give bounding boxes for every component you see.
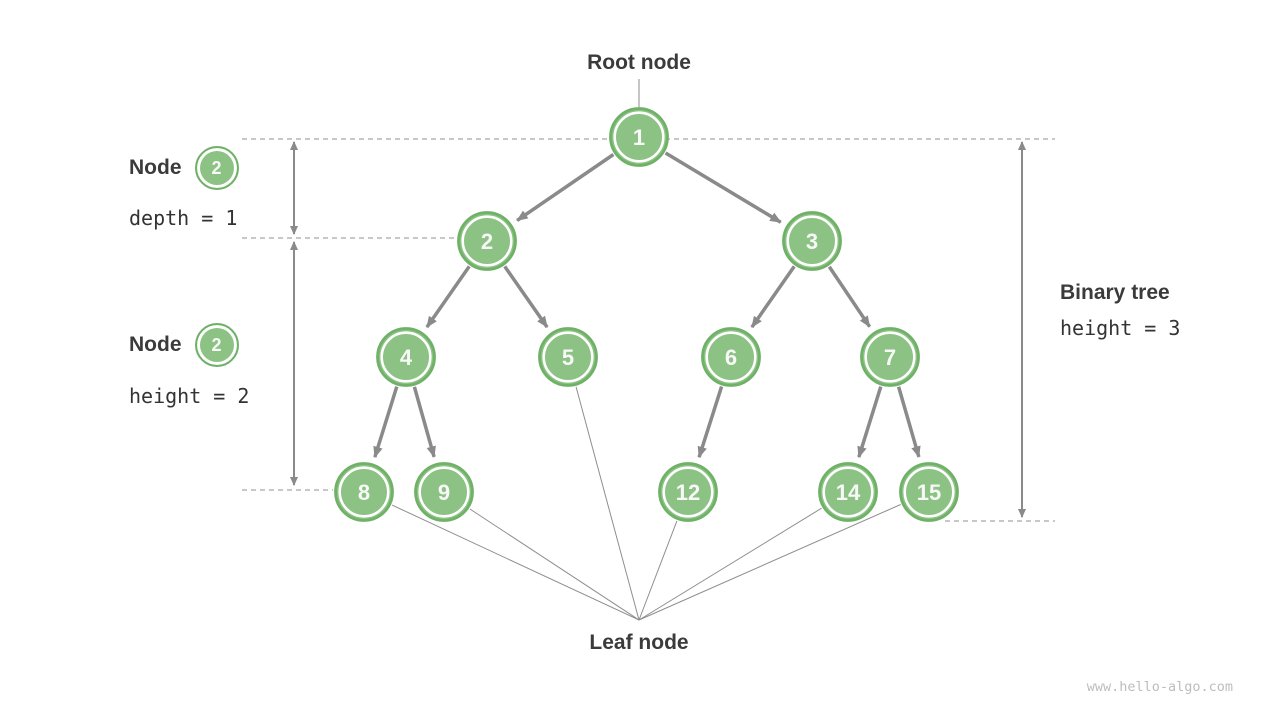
node-value: 8 bbox=[358, 480, 370, 505]
node-inner-ring bbox=[461, 215, 513, 267]
legend-height-row: Node 2 bbox=[129, 323, 239, 367]
node-inner-ring bbox=[380, 331, 432, 383]
node-circle bbox=[899, 462, 959, 522]
node-value: 2 bbox=[481, 229, 493, 254]
node-inner-ring bbox=[705, 331, 757, 383]
legend-height-node-value: 2 bbox=[211, 334, 222, 355]
node-circle bbox=[609, 107, 669, 167]
node-circle bbox=[376, 327, 436, 387]
legend-depth-row: Node 2 bbox=[129, 146, 239, 190]
legend-depth-node-value: 2 bbox=[211, 157, 222, 178]
binary-tree-metric: height = 3 bbox=[1060, 316, 1181, 340]
tree-node-15: 15 bbox=[899, 462, 959, 522]
legend-depth-title: Node bbox=[129, 156, 182, 179]
node-value: 6 bbox=[725, 345, 737, 370]
tree-node-8: 8 bbox=[334, 462, 394, 522]
node-value: 9 bbox=[438, 480, 450, 505]
node-circle bbox=[658, 462, 718, 522]
node-circle bbox=[818, 462, 878, 522]
node-inner-ring bbox=[542, 331, 594, 383]
node-inner-ring bbox=[338, 466, 390, 518]
node-inner-ring bbox=[864, 331, 916, 383]
node-value: 1 bbox=[633, 125, 645, 150]
node-circle bbox=[860, 327, 920, 387]
tree-edge-1-2 bbox=[516, 153, 615, 222]
node-inner-ring bbox=[418, 466, 470, 518]
node-value: 5 bbox=[562, 345, 574, 370]
tree-edge-7-15 bbox=[896, 386, 921, 458]
leaf-node-label: Leaf node bbox=[589, 631, 689, 654]
legend-height-node-badge: 2 bbox=[194, 323, 239, 367]
tree-edge-2-5 bbox=[503, 265, 549, 329]
tree-node-1: 1 bbox=[609, 107, 669, 167]
tree-edge-2-4 bbox=[425, 265, 471, 329]
tree-edge-6-12 bbox=[697, 386, 724, 459]
node-value: 4 bbox=[400, 345, 413, 370]
tree-node-9: 9 bbox=[414, 462, 474, 522]
tree-node-2: 2 bbox=[457, 211, 517, 271]
leaf-pointer-line-8 bbox=[391, 504, 640, 621]
tree-edges-layer bbox=[373, 151, 921, 459]
node-value: 12 bbox=[676, 480, 700, 505]
root-node-label: Root node bbox=[587, 51, 691, 74]
node-circle bbox=[334, 462, 394, 522]
legend-height-title: Node bbox=[129, 333, 182, 356]
watermark-text: www.hello-algo.com bbox=[1086, 679, 1233, 695]
measure-arrows-layer bbox=[290, 141, 1026, 518]
node-inner-ring bbox=[822, 466, 874, 518]
legend-depth-node-badge: 2 bbox=[194, 146, 239, 190]
leaf-pointer-line-9 bbox=[469, 508, 640, 621]
tree-edge-4-9 bbox=[412, 386, 436, 458]
leaf-pointer-line-14 bbox=[638, 507, 822, 621]
tree-edge-4-8 bbox=[373, 386, 399, 459]
node-value: 14 bbox=[836, 480, 861, 505]
tree-edge-3-7 bbox=[827, 265, 872, 328]
node-circle bbox=[457, 211, 517, 271]
node-circle bbox=[414, 462, 474, 522]
binary-tree-label: Binary tree bbox=[1060, 281, 1170, 304]
legend-height-metric: height = 2 bbox=[129, 384, 250, 408]
node-circle bbox=[782, 211, 842, 271]
node-inner-ring bbox=[613, 111, 665, 163]
node-circle bbox=[538, 327, 598, 387]
node-circle bbox=[701, 327, 761, 387]
leaf-pointer-line-5 bbox=[575, 386, 640, 621]
node-inner-ring bbox=[786, 215, 838, 267]
pointer-lines-layer bbox=[391, 79, 901, 621]
tree-node-14: 14 bbox=[818, 462, 878, 522]
leaf-pointer-line-12 bbox=[638, 520, 678, 621]
tree-node-3: 3 bbox=[782, 211, 842, 271]
tree-edge-3-6 bbox=[750, 265, 796, 329]
node-value: 3 bbox=[806, 229, 818, 254]
tree-node-6: 6 bbox=[701, 327, 761, 387]
tree-node-12: 12 bbox=[658, 462, 718, 522]
tree-node-7: 7 bbox=[860, 327, 920, 387]
node-inner-ring bbox=[662, 466, 714, 518]
tree-node-5: 5 bbox=[538, 327, 598, 387]
tree-node-4: 4 bbox=[376, 327, 436, 387]
node-inner-ring bbox=[903, 466, 955, 518]
legend-depth-metric: depth = 1 bbox=[129, 206, 238, 230]
tree-edge-7-14 bbox=[857, 386, 883, 459]
tree-edge-1-3 bbox=[664, 151, 782, 224]
node-value: 7 bbox=[884, 345, 896, 370]
leaf-pointer-line-15 bbox=[638, 504, 901, 621]
node-value: 15 bbox=[917, 480, 941, 505]
